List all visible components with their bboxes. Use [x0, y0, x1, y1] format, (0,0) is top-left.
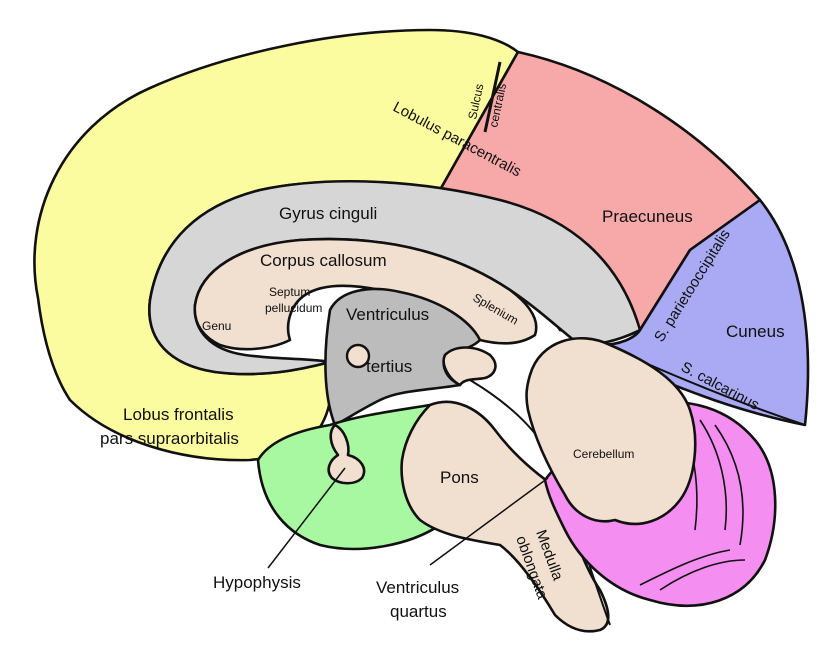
label-lobus-frontalis-2: pars supraorbitalis [100, 429, 239, 448]
sulcus-centralis-line [483, 61, 502, 133]
tectum-region [442, 346, 497, 387]
hypophysis-body [327, 423, 366, 485]
label-cerebellum: Cerebellum [573, 447, 634, 461]
label-corpus-callosum: Corpus callosum [260, 251, 387, 270]
label-ventriculus-quartus-2: quartus [390, 602, 447, 621]
interthalamic-adhesion [345, 343, 371, 369]
label-gyrus-cinguli: Gyrus cinguli [279, 204, 377, 223]
label-pons: Pons [440, 468, 479, 487]
label-hypophysis: Hypophysis [213, 573, 301, 592]
label-genu: Genu [202, 319, 231, 333]
label-cuneus: Cuneus [726, 322, 785, 341]
label-ventriculus-tertius-2: tertius [366, 357, 412, 376]
ventriculus-quartus-leader [429, 477, 549, 566]
cerebellum-inner-region [525, 337, 697, 526]
brainstem-region [400, 400, 610, 633]
label-septum-pellucidum-1: Septum [269, 285, 310, 299]
label-praecuneus: Praecuneus [602, 207, 693, 226]
label-ventriculus-tertius-1: Ventriculus [346, 305, 429, 324]
cerebellum-folia [639, 419, 746, 591]
label-septum-pellucidum-2: pellucidum [265, 301, 322, 315]
hypophysis-leader [267, 467, 346, 569]
label-ventriculus-quartus-1: Ventriculus [376, 578, 459, 597]
label-lobus-frontalis-1: Lobus frontalis [123, 405, 234, 424]
